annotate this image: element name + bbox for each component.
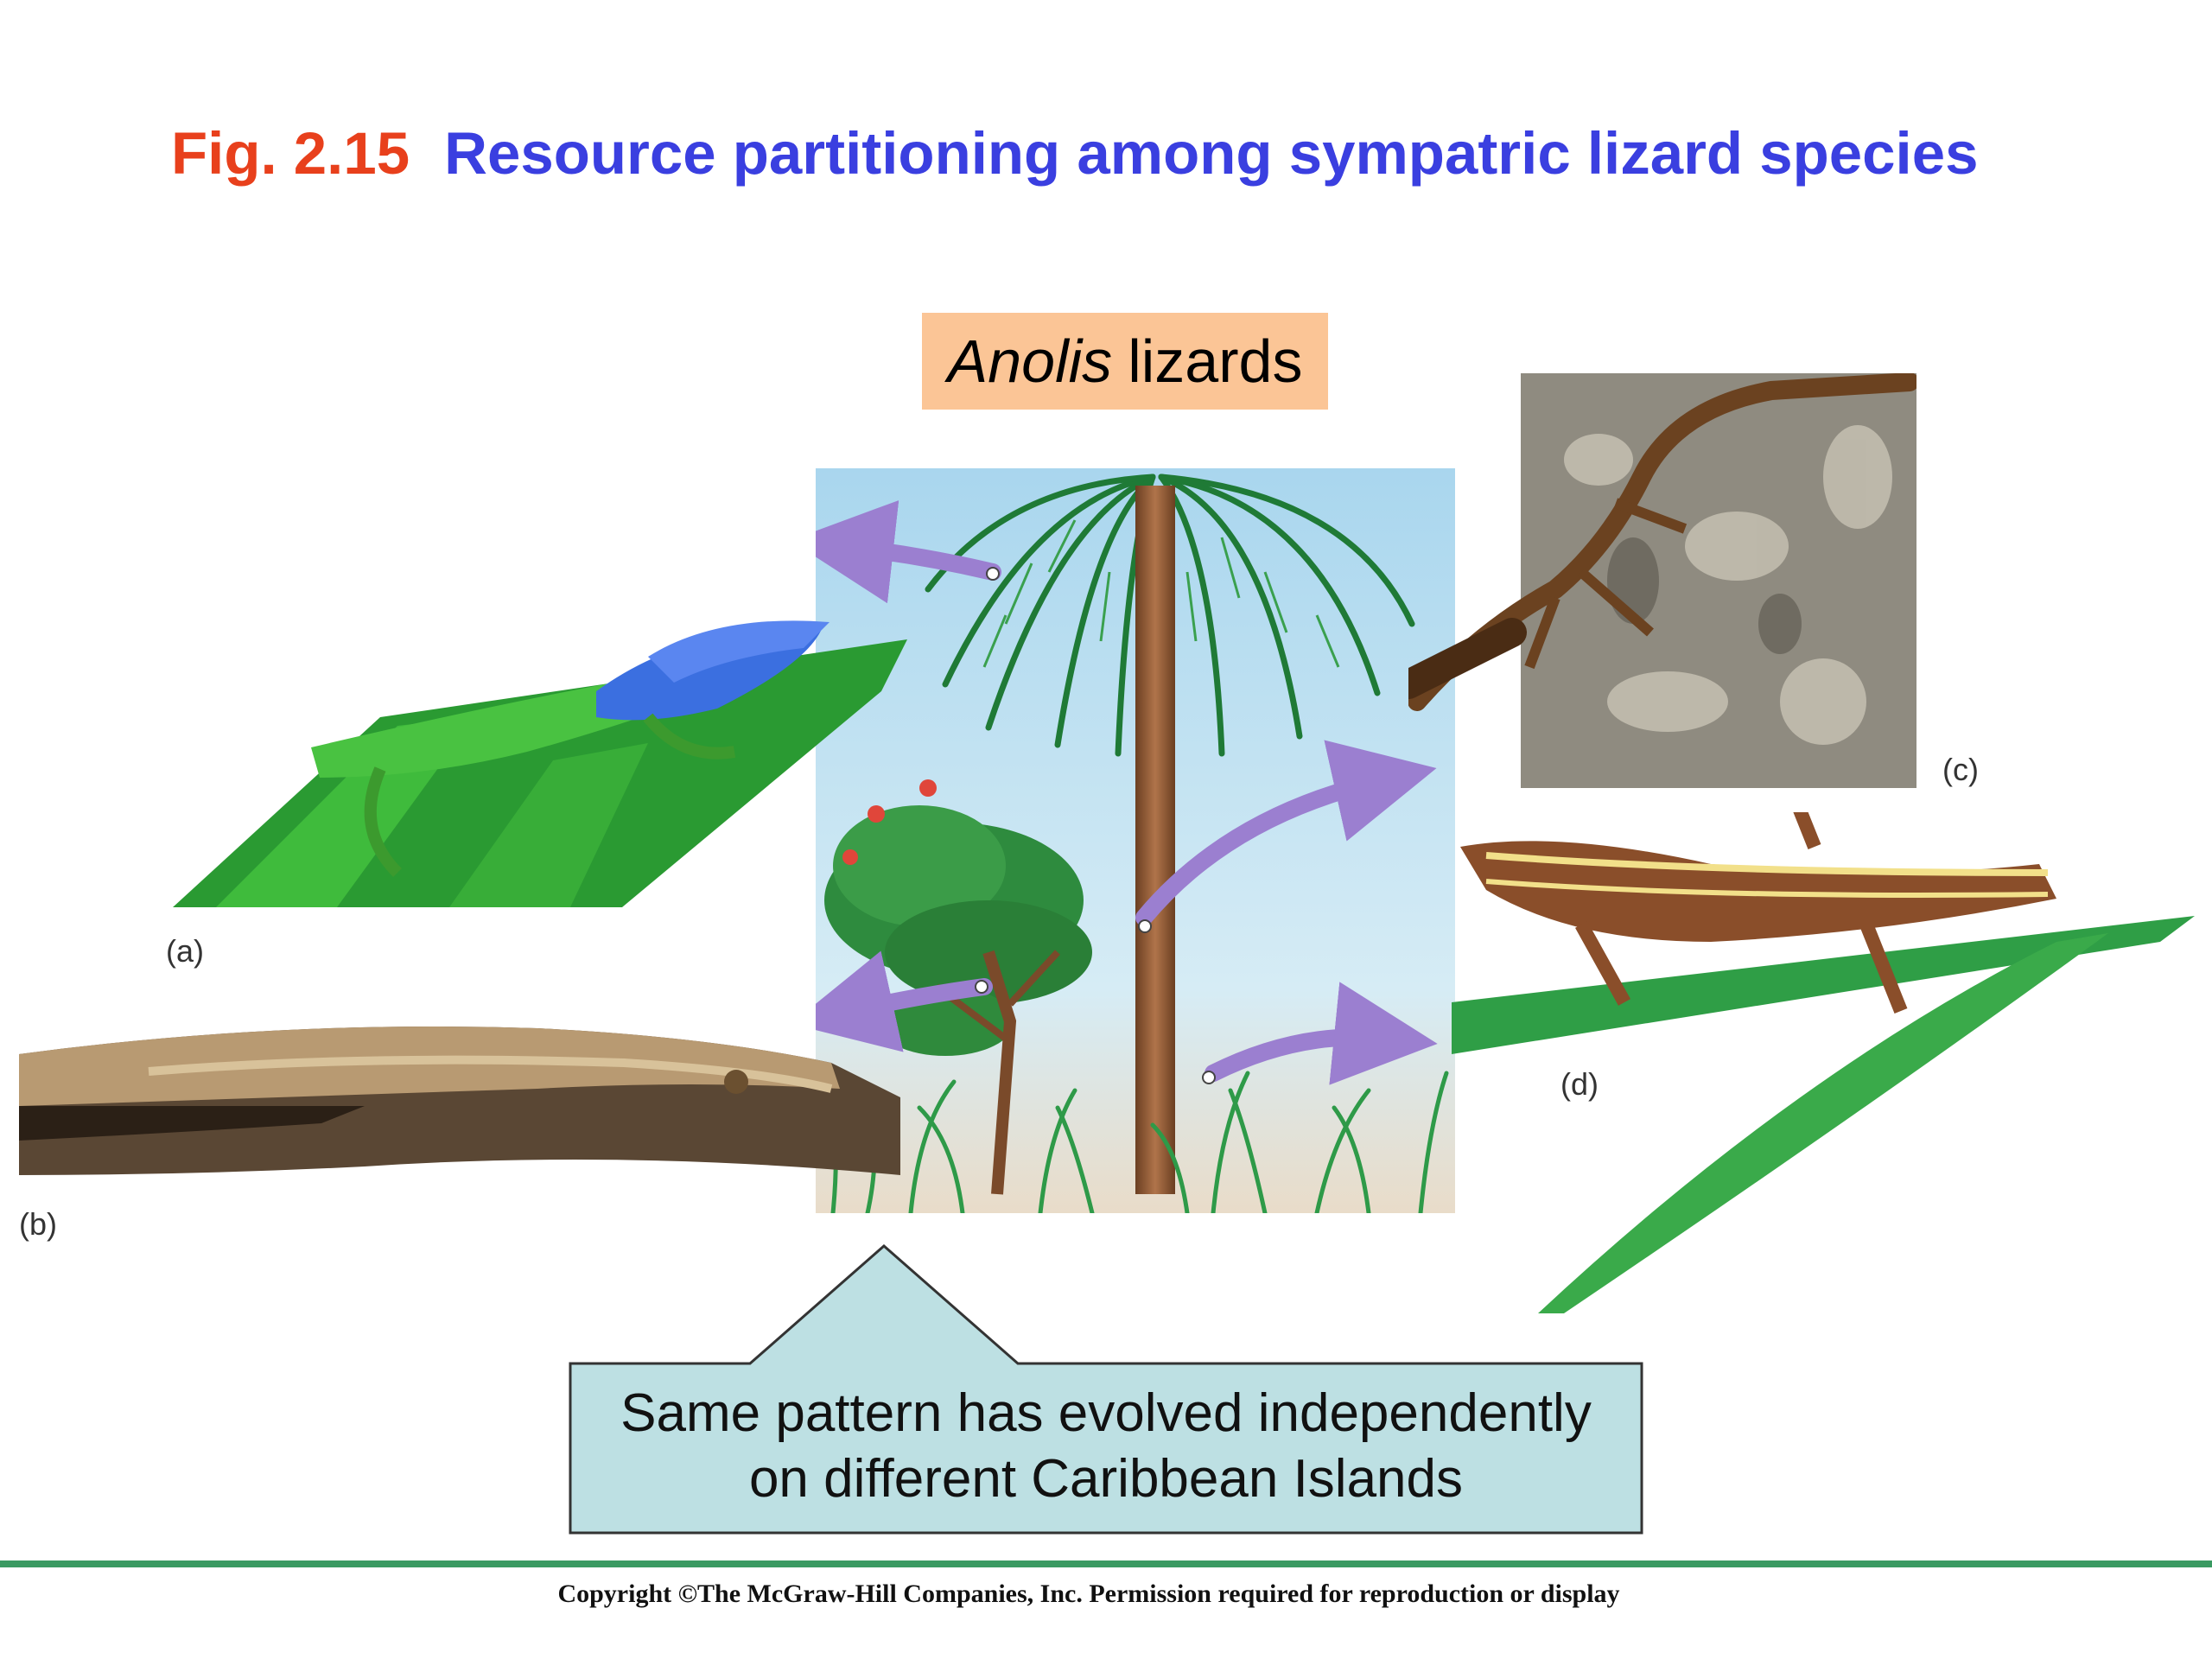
grass xyxy=(822,1071,1449,1213)
panel-label-c: (c) xyxy=(1942,752,1979,787)
footer-rule xyxy=(0,1560,2212,1567)
copyright-notice: Copyright ©The McGraw-Hill Companies, In… xyxy=(557,1580,1620,1608)
callout-text: Same pattern has evolved independently o… xyxy=(572,1363,1640,1529)
habitat-illustration xyxy=(816,468,1455,1213)
lizard-photo-c xyxy=(1408,373,1916,788)
panel-label-d: (d) xyxy=(1560,1066,1599,1102)
panel-label-a: (a) xyxy=(166,933,204,969)
callout-line-1: Same pattern has evolved independently xyxy=(620,1383,1592,1444)
callout-line-2: on different Caribbean Islands xyxy=(748,1449,1464,1509)
slide-title: Fig. 2.15 Resource partitioning among sym… xyxy=(171,119,1978,188)
anolis-genus: Anolis xyxy=(947,327,1113,395)
lizard-photo-a xyxy=(173,620,907,907)
palm-trunk xyxy=(1135,486,1175,1194)
panel-label-b: (b) xyxy=(19,1206,57,1242)
figure-number: Fig. 2.15 xyxy=(171,120,410,187)
title-text: Resource partitioning among sympatric li… xyxy=(444,120,1979,187)
lizard-photo-b xyxy=(19,1027,900,1175)
callout-box xyxy=(569,1244,1643,1535)
habitat-arrows xyxy=(816,499,1438,1085)
anolis-rest: lizards xyxy=(1128,327,1303,395)
lizard-photo-d xyxy=(1452,812,2195,1313)
